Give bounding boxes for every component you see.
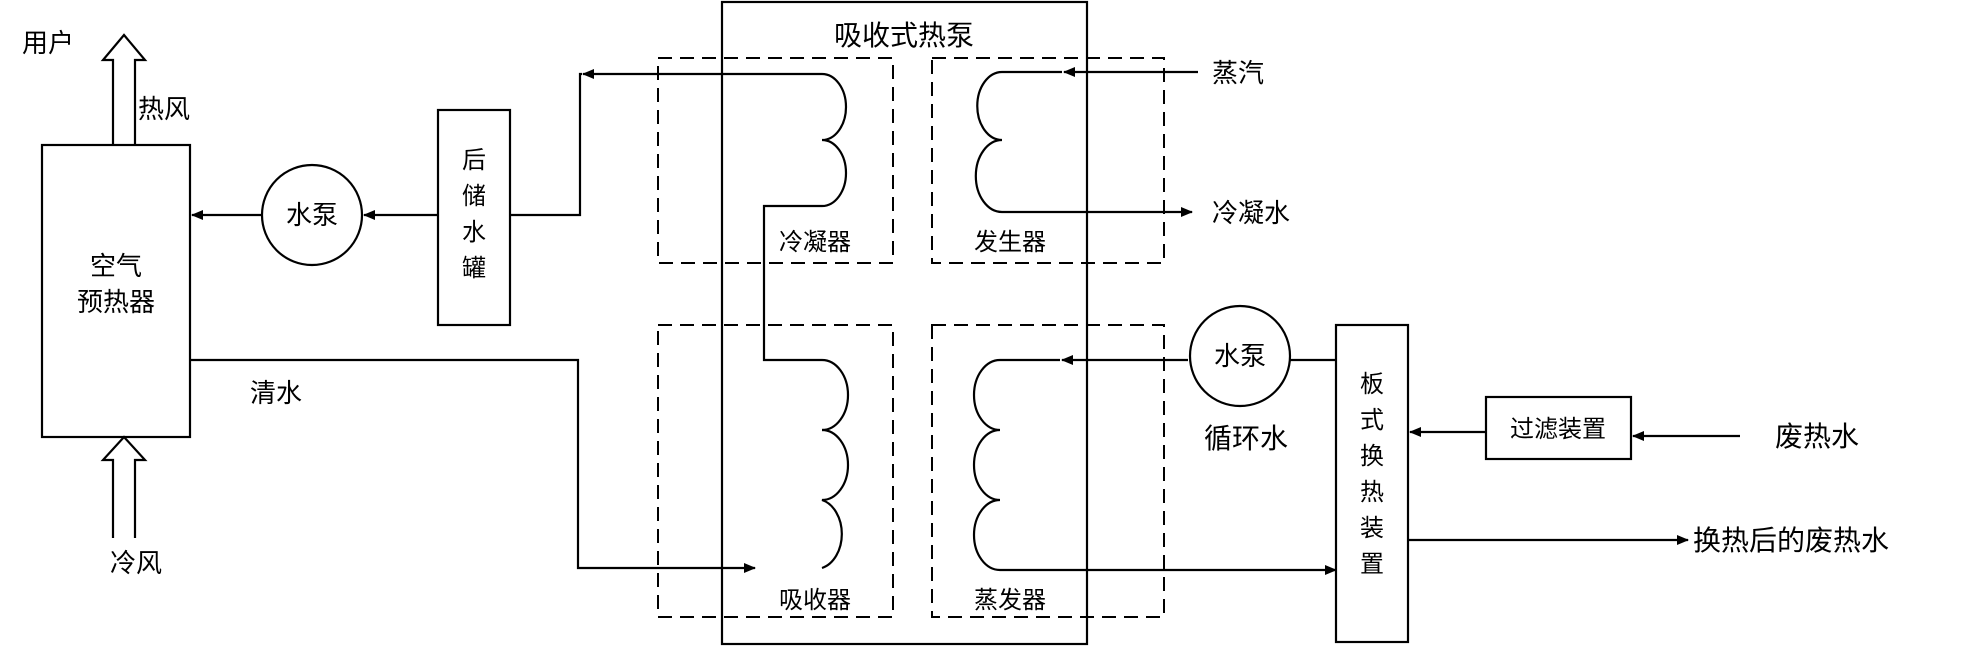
condensate-label: 冷凝水	[1212, 199, 1290, 229]
plate-exchanger-char-3: 换	[1360, 442, 1384, 470]
cold-air-label: 冷风	[110, 549, 162, 579]
plate-exchanger-char-1: 板	[1360, 370, 1384, 398]
generator-label: 发生器	[974, 228, 1046, 256]
condenser-coil	[762, 72, 850, 432]
plate-exchanger-char-6: 置	[1360, 550, 1384, 578]
evaporator-label: 蒸发器	[974, 586, 1046, 614]
plate-exchanger-char-5: 装	[1360, 514, 1384, 542]
rear-storage-tank-box	[436, 108, 512, 327]
generator-coil	[974, 70, 1062, 214]
waste-heat-water-label: 废热水	[1775, 420, 1859, 453]
cold-air-hollow-arrow	[100, 435, 148, 538]
air-preheater-label-2: 预热器	[77, 288, 155, 318]
absorber-label: 吸收器	[779, 586, 851, 614]
water-pump-left-circle	[260, 163, 364, 267]
plate-exchanger-char-2: 式	[1360, 406, 1384, 434]
hot-air-label: 热风	[138, 95, 190, 125]
condenser-to-tank-line	[510, 72, 582, 217]
condenser-label: 冷凝器	[779, 228, 851, 256]
water-pump-right-label: 水泵	[1214, 342, 1266, 372]
waste-after-exchange-label: 换热后的废热水	[1693, 524, 1889, 557]
air-preheater-label-1: 空气	[90, 252, 142, 282]
rear-tank-char-4: 罐	[462, 254, 486, 282]
plate-exchanger-char-4: 热	[1360, 478, 1384, 506]
absorber-dashed-box	[657, 324, 894, 618]
filter-device-box	[1484, 395, 1633, 461]
clean-water-line	[190, 358, 756, 573]
user-label: 用户	[22, 29, 74, 59]
water-pump-left-label: 水泵	[286, 201, 338, 231]
absorber-coil	[821, 428, 850, 570]
filter-device-label: 过滤装置	[1510, 415, 1606, 443]
rear-tank-char-1: 后	[462, 146, 486, 174]
heat-pump-title: 吸收式热泵	[834, 19, 974, 52]
steam-label: 蒸汽	[1212, 59, 1264, 89]
evaporator-coil	[972, 358, 1337, 575]
condenser-dashed-box	[657, 57, 894, 264]
absorption-heat-pump-box	[720, 0, 1089, 646]
evaporator-dashed-box	[931, 324, 1165, 618]
air-preheater-box	[40, 143, 192, 439]
clean-water-label: 清水	[250, 379, 302, 409]
plate-heat-exchanger-box	[1334, 323, 1410, 644]
rear-tank-char-3: 水	[462, 218, 486, 246]
circulating-water-label: 循环水	[1204, 422, 1288, 455]
generator-dashed-box	[931, 57, 1165, 264]
rear-tank-char-2: 储	[462, 182, 486, 210]
water-pump-right-circle	[1188, 304, 1292, 408]
hot-air-hollow-arrow	[100, 33, 148, 145]
